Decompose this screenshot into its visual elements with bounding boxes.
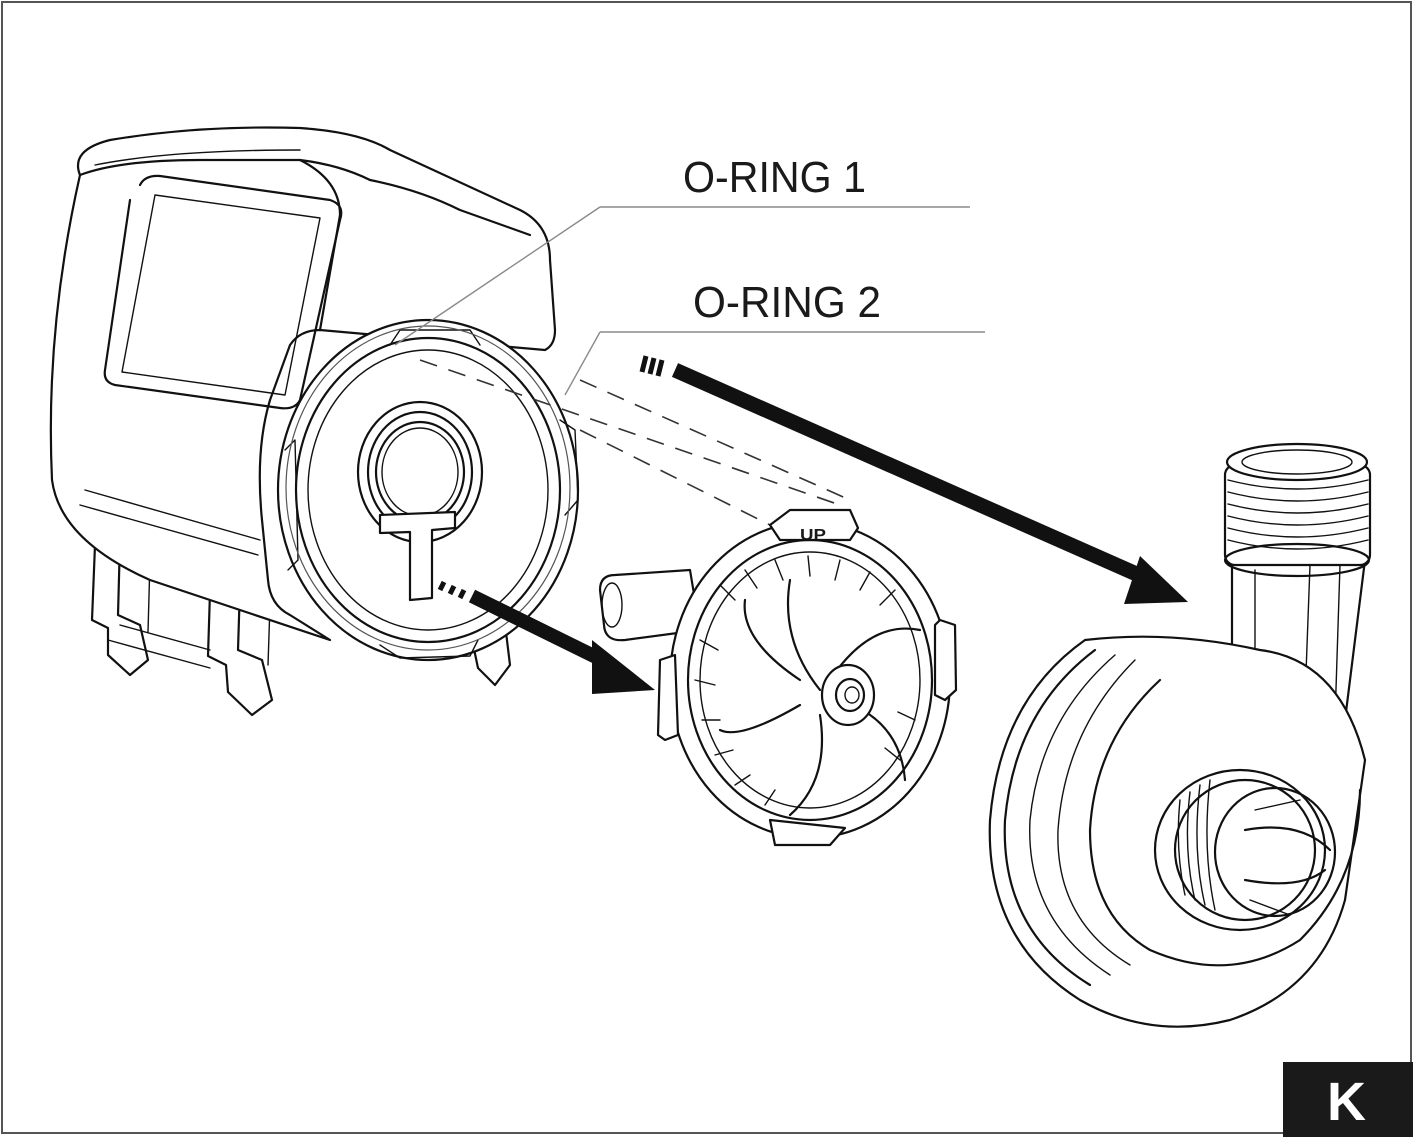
o-ring-2-leader [564,331,985,396]
o-ring-1-leader [394,206,970,346]
o-ring-1-label: O-RING 1 [683,153,866,202]
outlet-thread [1223,442,1372,578]
o-ring-2-label: O-RING 2 [693,278,881,327]
figure-letter: K [1327,1072,1366,1132]
volute-cover [988,442,1372,1028]
figure-letter-badge: K [1283,1062,1413,1137]
alignment-dashes [419,359,851,531]
inlet-port [1153,768,1337,932]
impeller-seat [356,400,484,602]
arrow-to-volute [639,355,1188,604]
label-o-ring-1: O-RING 1 [394,153,970,346]
o-ring-1 [285,325,571,651]
label-o-ring-2: O-RING 2 [564,278,985,396]
arrow-to-impeller [437,580,655,694]
impeller: UP [598,508,958,847]
motor-housing [49,126,580,717]
